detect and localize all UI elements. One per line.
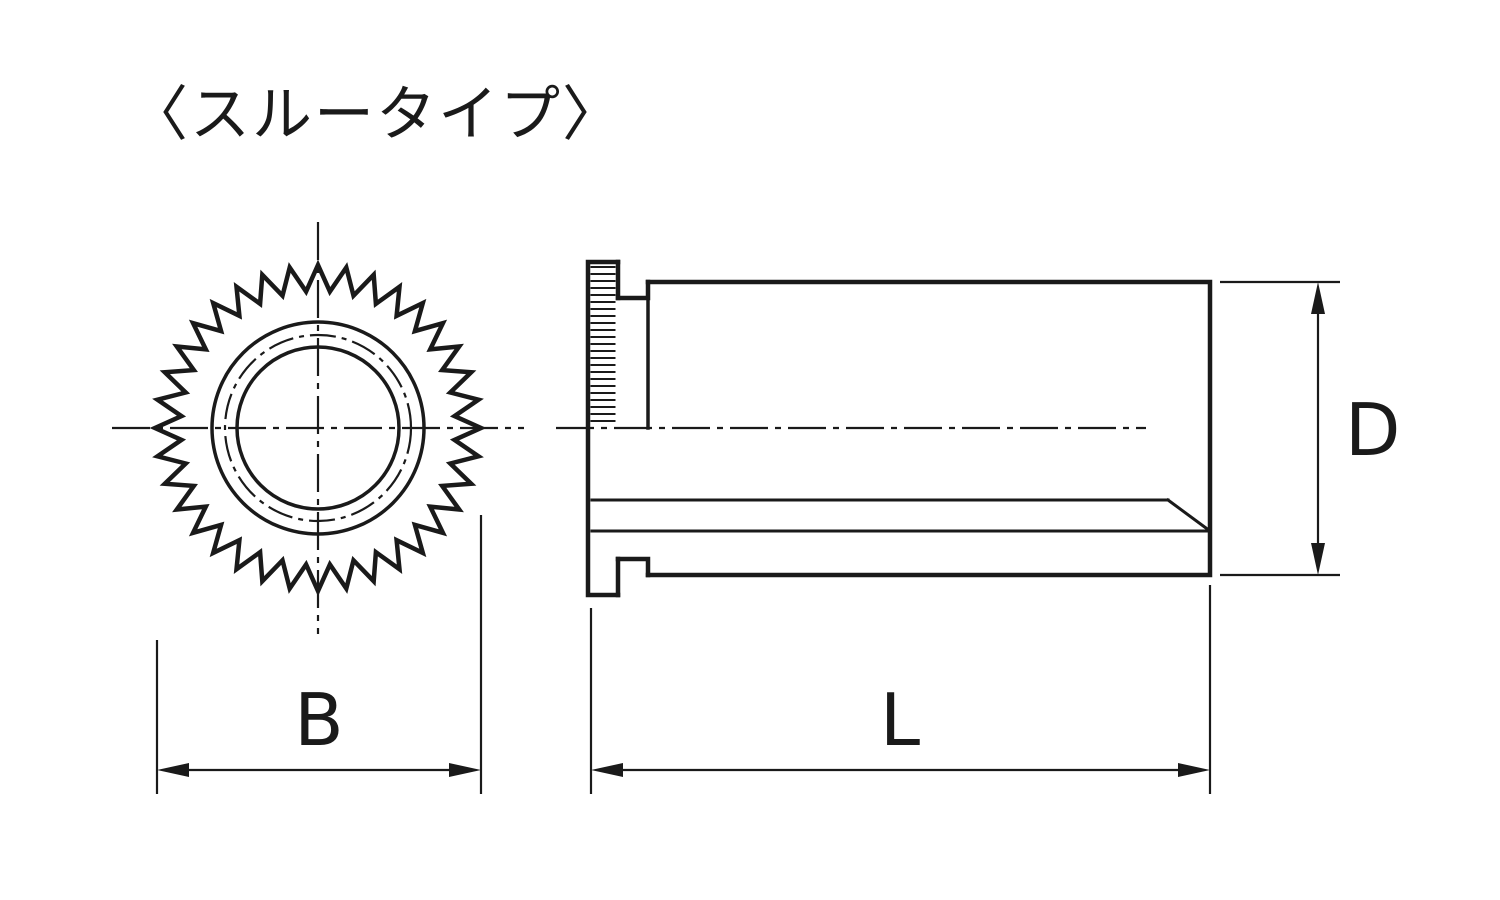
bore-circle	[235, 345, 401, 511]
bore-exit-chamfer	[1165, 497, 1213, 534]
dimension-b: B	[155, 515, 483, 794]
d-label: D	[1345, 388, 1400, 472]
b-arrow-right	[449, 763, 481, 777]
body-outline	[645, 279, 1213, 578]
d-arrow-bottom	[1311, 543, 1325, 575]
b-label: B	[294, 678, 343, 762]
b-arrow-left	[157, 763, 189, 777]
flange-outline	[585, 259, 621, 598]
l-arrow-left	[591, 763, 623, 777]
d-arrow-top	[1311, 282, 1325, 314]
serrated-flange-outline	[149, 259, 487, 597]
drawing-title: 〈スルータイプ〉	[128, 80, 624, 150]
l-label: L	[880, 678, 920, 762]
front-view	[112, 222, 524, 634]
l-arrow-right	[1178, 763, 1210, 777]
counterbore-circle	[210, 320, 426, 536]
dimension-d: D	[1220, 280, 1400, 577]
pitch-circle	[223, 333, 413, 523]
dimension-l: L	[589, 585, 1212, 794]
side-view	[556, 259, 1213, 598]
knurl-hatch	[590, 266, 616, 422]
